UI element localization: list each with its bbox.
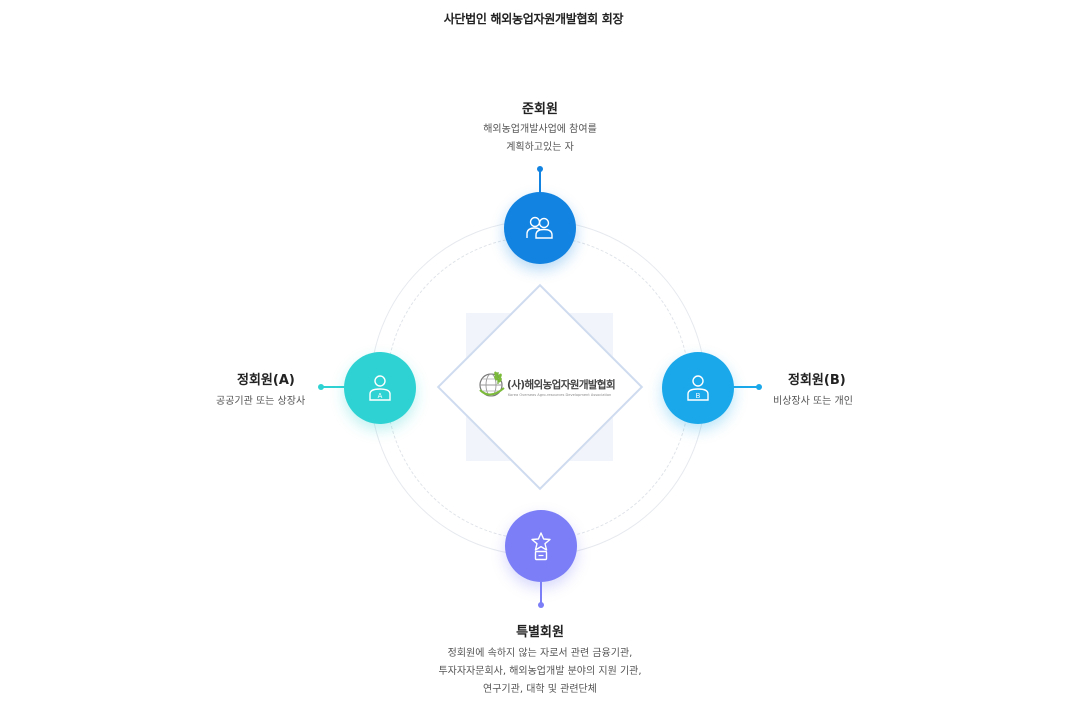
user-icon: B: [687, 375, 709, 401]
regular-member-b-title: 정회원(B): [788, 373, 846, 388]
page-title: 사단법인 해외농업자원개발협회 회장: [443, 12, 624, 26]
user-icon: A: [369, 375, 391, 401]
logo-subtext: Korea Overseas Agro-resources Developmen…: [508, 393, 612, 397]
star-trophy-icon: [531, 532, 551, 561]
special-member-circle: [505, 510, 577, 582]
regular-member-b-circle: B: [662, 352, 734, 424]
regular-b-connector-dot: [756, 384, 762, 390]
special-member-title: 특별회원: [516, 625, 564, 640]
associate-connector-line: [539, 169, 541, 193]
regular-member-b-desc: 비상장사 또는 개인: [773, 396, 853, 407]
associate-member-desc-1: 해외농업개발사업에 참여를: [483, 124, 597, 135]
regular-member-a-desc: 공공기관 또는 상장사: [216, 396, 306, 407]
associate-member-desc-2: 계획하고있는 자: [506, 142, 574, 153]
association-logo: [470, 366, 610, 406]
regular-a-connector-line: [321, 386, 345, 388]
group-user-icon: [526, 216, 553, 239]
special-connector-dot: [538, 602, 544, 608]
special-member-desc-3: 연구기관, 대학 및 관련단체: [483, 684, 597, 695]
regular-member-a-circle: A: [344, 352, 416, 424]
regular-member-a-title: 정회원(A): [237, 373, 295, 388]
special-member-desc-2: 투자자자문회사, 해외농업개발 분야의 지원 기관,: [438, 666, 642, 677]
special-member-desc-1: 정회원에 속하지 않는 자로서 관련 금융기관,: [447, 648, 633, 659]
regular-b-connector-line: [733, 386, 757, 388]
associate-member-title: 준회원: [522, 102, 558, 117]
associate-member-circle: [504, 192, 576, 264]
logo-text: (사)해외농업자원개발협회: [507, 379, 616, 391]
special-connector-line: [540, 582, 542, 604]
badge-a: A: [378, 393, 383, 400]
globe-wheat-icon: [479, 371, 505, 397]
badge-b: B: [696, 393, 701, 400]
